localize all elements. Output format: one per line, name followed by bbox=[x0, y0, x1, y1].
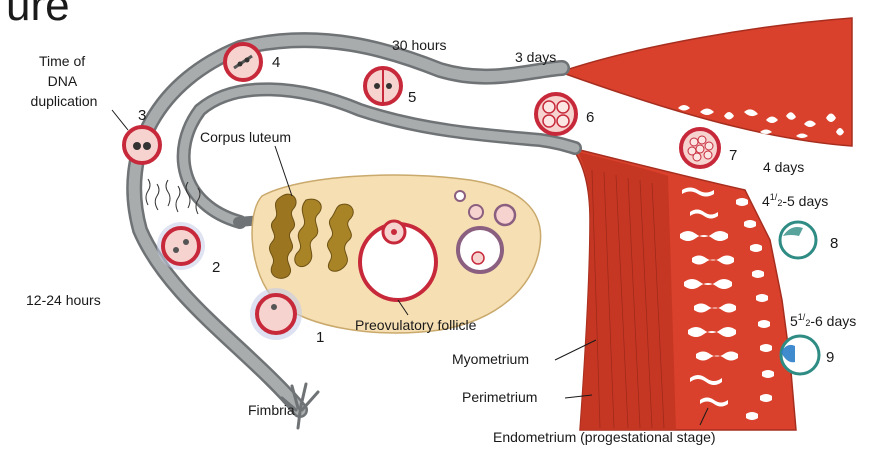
label-time-of-dna-duplication: Time of DNA duplication bbox=[31, 53, 98, 109]
primordial-follicle bbox=[455, 191, 465, 201]
label-5-6-days: 51/2-6 days bbox=[790, 312, 856, 329]
stage-8-blastocyst bbox=[780, 222, 816, 258]
antral-follicle bbox=[458, 228, 502, 272]
label-perimetrium: Perimetrium bbox=[462, 389, 537, 405]
antral-follicle-oocyte bbox=[472, 252, 484, 264]
stage-number-2: 2 bbox=[212, 259, 220, 276]
stage-1-oocyte bbox=[250, 288, 302, 340]
stage-number-7: 7 bbox=[729, 147, 737, 164]
stage-number-6: 6 bbox=[586, 109, 594, 126]
stage-3-pronuclei bbox=[124, 127, 160, 163]
label-endometrium: Endometrium (progestational stage) bbox=[493, 429, 716, 445]
label-4-5-days: 41/2-5 days bbox=[762, 192, 828, 209]
label-preovulatory-follicle: Preovulatory follicle bbox=[355, 317, 477, 333]
stage-2-fertilization bbox=[157, 222, 205, 270]
uterine-wall-upper bbox=[560, 18, 852, 146]
label-time-line-3: duplication bbox=[31, 93, 98, 109]
label-fimbria: Fimbria bbox=[248, 402, 295, 418]
stage-number-5: 5 bbox=[408, 89, 416, 106]
label-3-days: 3 days bbox=[515, 49, 556, 65]
label-12-24-hours: 12-24 hours bbox=[26, 292, 101, 308]
oocyte-nucleus bbox=[391, 229, 397, 235]
stage-4-zygote bbox=[225, 44, 261, 80]
label-30-hours: 30 hours bbox=[392, 37, 446, 53]
stage-number-4: 4 bbox=[272, 54, 280, 71]
stage-number-9: 9 bbox=[826, 349, 834, 366]
label-myometrium: Myometrium bbox=[452, 351, 529, 367]
stage-5-two-cell bbox=[365, 68, 401, 104]
label-corpus-luteum: Corpus luteum bbox=[200, 129, 291, 145]
stage-6-four-cell bbox=[536, 94, 576, 134]
leader-dna bbox=[112, 110, 128, 130]
label-time-line-2: DNA bbox=[48, 73, 78, 89]
label-time-line-1: Time of bbox=[39, 53, 85, 69]
stage-7-morula bbox=[681, 129, 719, 167]
stage-9-implantation bbox=[781, 336, 819, 374]
slide-title-fragment: ure bbox=[6, 0, 70, 30]
label-4-days: 4 days bbox=[763, 159, 804, 175]
secondary-follicle bbox=[495, 205, 515, 225]
stage-number-1: 1 bbox=[316, 329, 324, 346]
stage-number-3: 3 bbox=[138, 107, 146, 124]
primary-follicle bbox=[469, 205, 483, 219]
stage-number-8: 8 bbox=[830, 235, 838, 252]
